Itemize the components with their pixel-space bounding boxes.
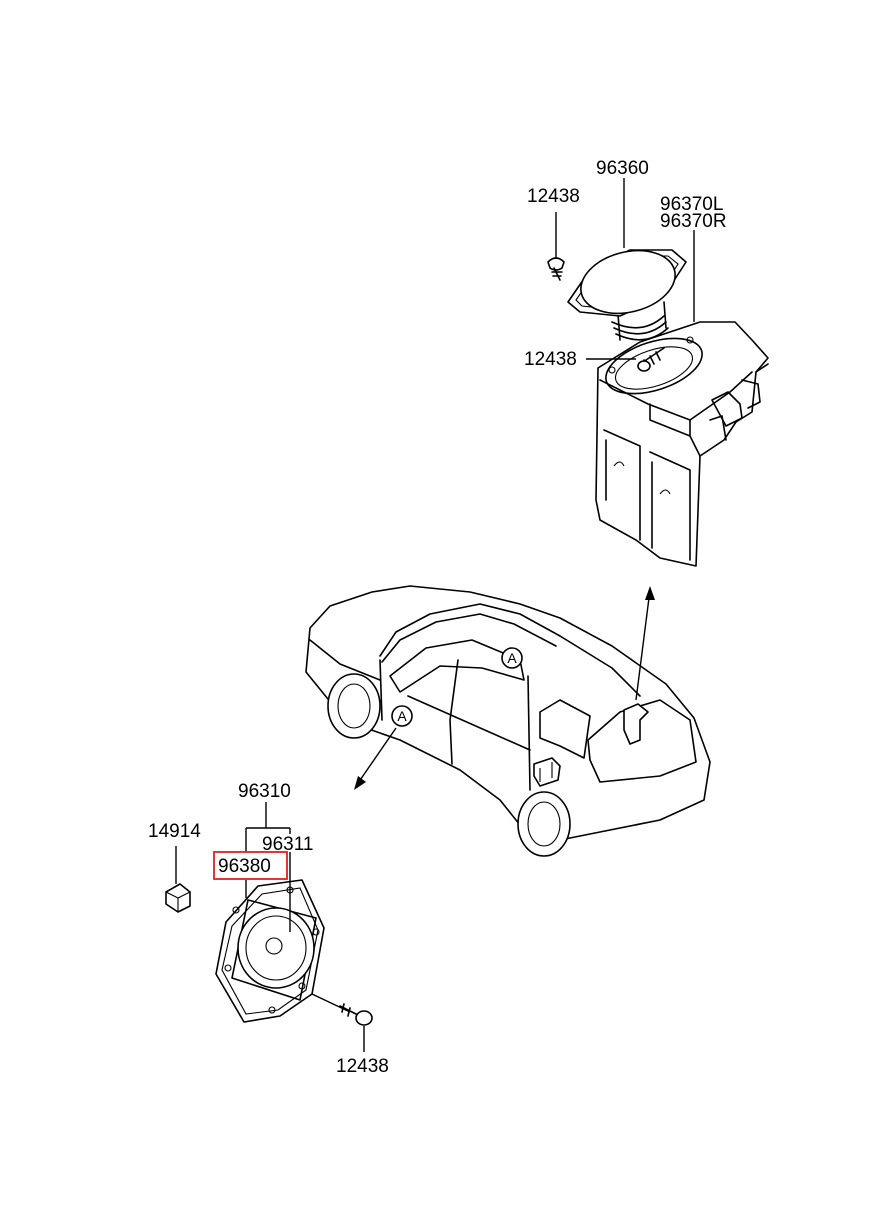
highlight-box-96380	[213, 851, 288, 880]
label-96370r: 96370R	[660, 211, 727, 232]
location-mark-a-1: A	[501, 647, 523, 669]
label-96380: 96380	[218, 856, 271, 877]
leader-96310	[245, 802, 291, 852]
door-speaker-assembly	[215, 879, 325, 1023]
location-mark-a-1-label: A	[507, 650, 517, 666]
screw-12438-mid	[586, 347, 665, 372]
label-12438-mid: 12438	[524, 349, 577, 370]
arrow-to-rear-speaker	[635, 586, 655, 701]
vehicle-outline	[305, 585, 711, 857]
location-mark-a-2-label: A	[397, 708, 407, 724]
label-14914: 14914	[148, 821, 201, 842]
screw-12438-bottom	[311, 993, 373, 1052]
label-96370l: 96370L	[660, 194, 723, 215]
arrow-to-door-speaker	[354, 727, 397, 790]
label-12438-bottom: 12438	[336, 1056, 389, 1077]
label-96310: 96310	[238, 781, 291, 802]
screw-12438-top	[547, 212, 565, 281]
location-mark-a-2: A	[391, 705, 413, 727]
speaker-bracket-assembly	[595, 321, 769, 567]
label-96311: 96311	[262, 834, 313, 855]
speaker-grille-cover	[567, 249, 687, 341]
label-96360: 96360	[596, 158, 649, 179]
label-12438-top: 12438	[527, 186, 580, 207]
clip-14914	[165, 846, 191, 913]
